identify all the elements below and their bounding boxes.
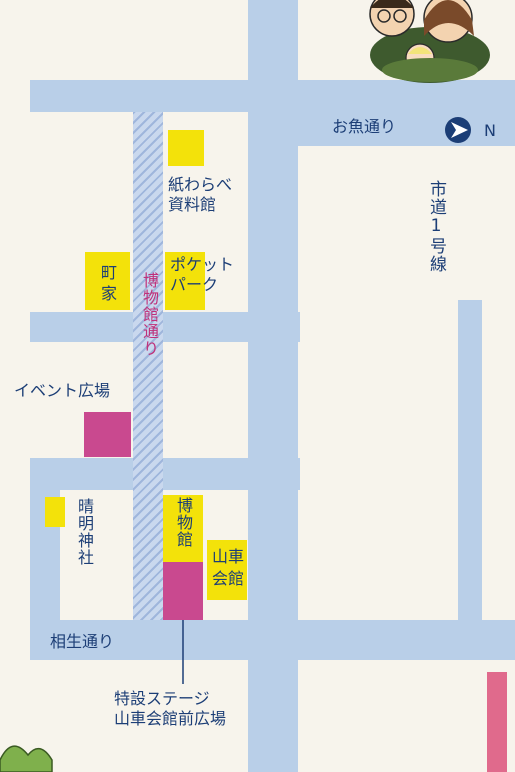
label-machiya-1: 町 (101, 263, 118, 282)
label-osakana-dori: お魚通り (332, 117, 397, 136)
kamiwarabe-block (168, 130, 204, 166)
label-machiya-2: 家 (101, 284, 118, 303)
label-kamiwarabe-1: 紙わらべ (168, 175, 233, 194)
label-aioi-dori: 相生通り (50, 632, 115, 651)
road-main-vertical (248, 0, 298, 772)
machiya-block (85, 252, 130, 310)
label-yamaguruma-2: 会館 (212, 569, 245, 588)
compass-north-icon (445, 117, 471, 143)
label-shido-1gosen: 市道1号線 (426, 180, 446, 273)
label-pocket-2: パーク (170, 275, 219, 294)
label-seimei-jinja: 晴明神社 (75, 498, 94, 566)
road-osakana (298, 112, 515, 146)
yamaguruma-block (207, 540, 247, 600)
label-pocket-1: ポケット (170, 255, 235, 274)
label-kamiwarabe-2: 資料館 (168, 195, 217, 214)
event-hiroba-block (84, 412, 131, 457)
label-hakubutsukan-dori: 博物館通り (140, 272, 159, 357)
label-north: N (484, 121, 496, 140)
label-stage-2: 山車会館前広場 (114, 709, 227, 728)
seimei-block (45, 497, 65, 527)
edge-marker-block (487, 672, 507, 772)
pocket-park-block (165, 252, 205, 310)
label-yamaguruma-1: 山車 (212, 547, 245, 566)
label-event-hiroba: イベント広場 (14, 381, 111, 400)
special-stage-block (163, 562, 203, 620)
label-stage-1: 特設ステージ (114, 689, 210, 708)
plant-illustration (0, 745, 53, 772)
label-hakubutsukan: 博物館 (174, 497, 193, 548)
hakubutsukan-block (163, 495, 203, 562)
hakubutsukan-street-hatch (133, 112, 163, 620)
family-illustration (369, 0, 490, 83)
road-right-vertical (458, 300, 482, 620)
